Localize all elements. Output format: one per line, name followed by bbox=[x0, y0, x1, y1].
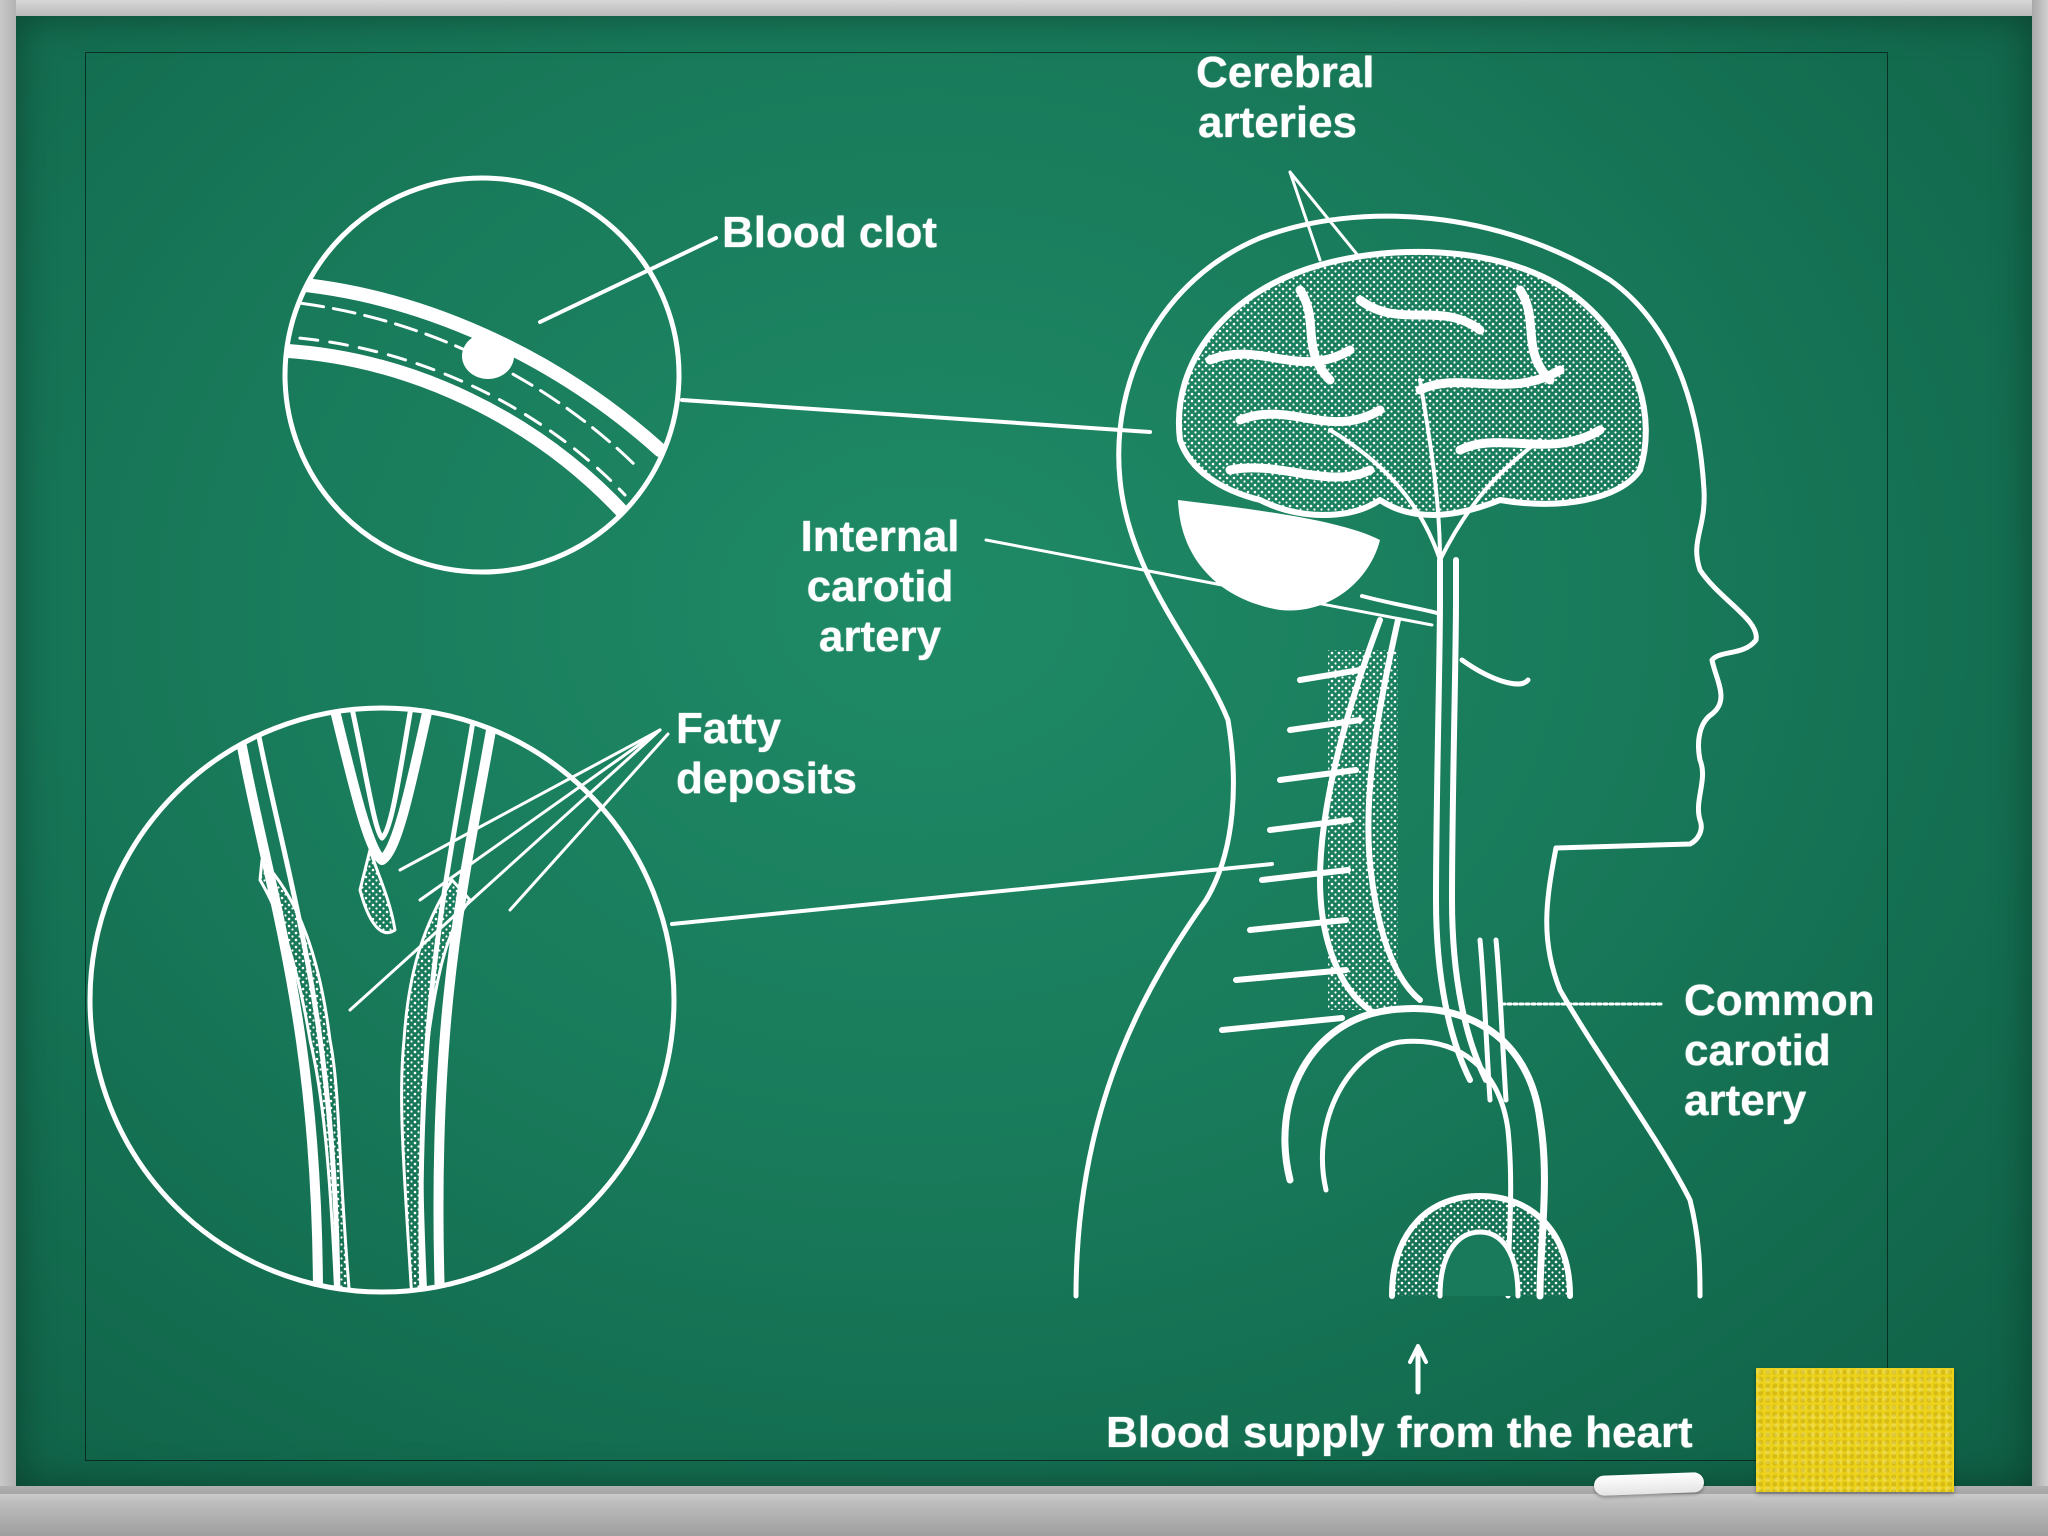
cerebral-arteries-label: Cerebral arteries bbox=[1196, 48, 1375, 148]
cerebral-arteries-line-1: Cerebral bbox=[1196, 48, 1375, 97]
common-carotid-artery-label: Common carotid artery bbox=[1684, 976, 1875, 1126]
board-frame-left bbox=[0, 0, 16, 1490]
internal-carotid-artery-label: Internal carotid artery bbox=[796, 512, 964, 662]
carotid-system bbox=[1281, 557, 1666, 1300]
board-frame-top bbox=[0, 0, 2048, 16]
connector-line-lower bbox=[670, 862, 1274, 926]
chalk-ledge-shadow bbox=[0, 1486, 2048, 1494]
eraser-icon bbox=[1756, 1368, 1954, 1492]
blood-clot-label: Blood clot bbox=[722, 208, 938, 257]
chalk-icon bbox=[1593, 1472, 1705, 1496]
common-carotid-line-3: artery bbox=[1684, 1076, 1807, 1125]
common-carotid-line-2: carotid bbox=[1684, 1026, 1831, 1075]
connector-line-upper bbox=[680, 398, 1152, 434]
head-profile bbox=[1073, 213, 1759, 1299]
fatty-deposits-line-2: deposits bbox=[676, 754, 857, 803]
blood-clot-magnifier bbox=[282, 175, 718, 575]
cerebral-arteries-line-2: arteries bbox=[1198, 98, 1358, 147]
board-frame-right bbox=[2032, 0, 2048, 1490]
internal-carotid-leader bbox=[984, 538, 1434, 627]
internal-carotid-line-1: Internal bbox=[800, 512, 960, 561]
common-carotid-line-1: Common bbox=[1684, 976, 1875, 1025]
chalk-ledge bbox=[0, 1486, 2048, 1536]
blood-supply-label: Blood supply from the heart bbox=[1106, 1408, 1693, 1457]
blood-supply-arrow bbox=[1408, 1344, 1428, 1395]
internal-carotid-line-3: artery bbox=[818, 612, 942, 661]
fatty-deposits-line-1: Fatty bbox=[676, 704, 782, 753]
fatty-deposits-label: Fatty deposits bbox=[676, 704, 857, 804]
brain bbox=[1175, 170, 1649, 611]
slide-frame bbox=[85, 52, 1888, 1461]
internal-carotid-line-2: carotid bbox=[806, 562, 954, 611]
cervical-spine bbox=[1219, 617, 1423, 1033]
fatty-deposits-magnifier bbox=[87, 705, 677, 1295]
